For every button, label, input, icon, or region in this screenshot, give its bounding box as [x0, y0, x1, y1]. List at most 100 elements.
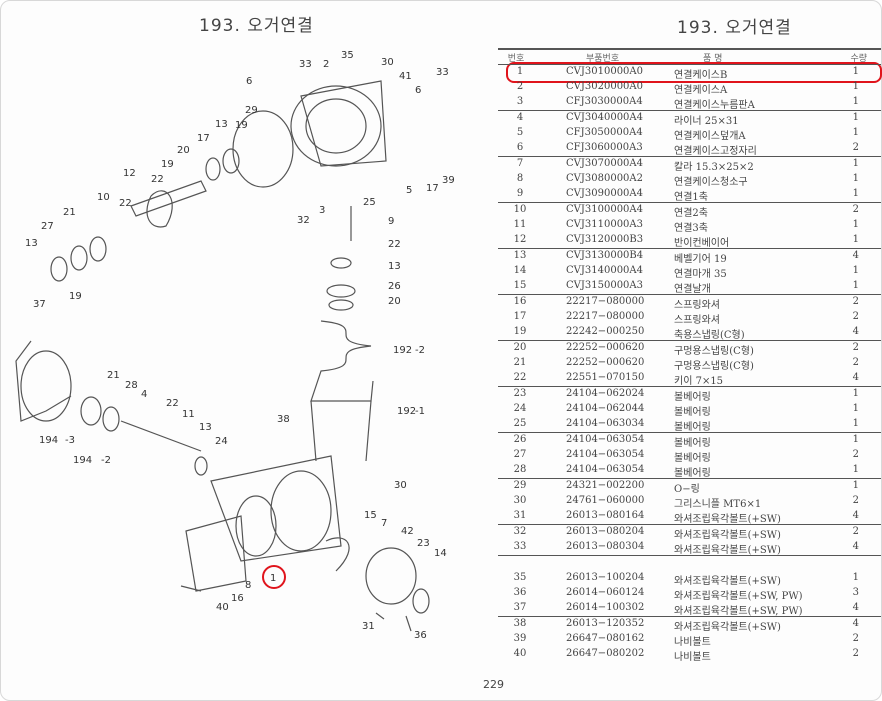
- cell-part-number: CVJ3100000A4: [566, 204, 644, 215]
- cell-part-name: 베벨기어 19: [674, 254, 727, 265]
- cell-part-name: 스프링와셔: [674, 300, 720, 311]
- callout-label: 41: [399, 71, 412, 82]
- cell-part-number: 22217−080000: [566, 296, 645, 307]
- cell-number: 10: [513, 204, 527, 215]
- cell-part-number: 24104−063054: [566, 449, 645, 460]
- callout-label: 26: [388, 281, 401, 292]
- cell-part-number: 26647−080162: [566, 633, 645, 644]
- callout-label: 21: [63, 207, 76, 218]
- cell-part-name: 나비볼트: [674, 637, 711, 648]
- cell-number: 26: [513, 434, 527, 445]
- cell-part-name: 와셔조립육각볼트(+SW, PW): [674, 606, 803, 617]
- parts-list-title: 193. 오거연결: [677, 18, 792, 38]
- cell-part-name: 볼베어링: [674, 453, 711, 464]
- cell-part-name: 연결케이스청소구: [674, 177, 748, 188]
- cell-quantity: 1: [852, 127, 859, 138]
- header-quantity: 수량: [850, 54, 867, 64]
- cell-part-name: 나비볼트: [674, 652, 711, 663]
- cell-number: 22: [513, 372, 527, 383]
- cell-quantity: 1: [852, 66, 859, 77]
- cell-number: 39: [513, 633, 527, 644]
- cell-part-number: 26013−120352: [566, 618, 645, 629]
- cell-number: 7: [516, 158, 524, 169]
- cell-part-name: 와셔조립육각볼트(+SW): [674, 514, 781, 525]
- cell-number: 24: [513, 403, 527, 414]
- callout-label: 192: [393, 345, 412, 356]
- cell-number: 36: [513, 587, 527, 598]
- callout-label: 194: [73, 455, 92, 466]
- cell-quantity: 4: [852, 250, 859, 261]
- cell-quantity: 1: [852, 403, 859, 414]
- callout-label: 8: [245, 580, 251, 591]
- cell-part-number: CVJ3110000A3: [566, 219, 644, 230]
- cell-part-number: 24104−063054: [566, 464, 645, 475]
- cell-quantity: 2: [852, 142, 859, 153]
- callout-label: 32: [297, 215, 310, 226]
- table-header: 번호 부품번호 품 명 수량: [498, 50, 881, 65]
- cell-quantity: 1: [852, 96, 859, 107]
- callout-label: 37: [33, 299, 46, 310]
- callout-label: 192: [397, 406, 416, 417]
- cell-part-number: CVJ3120000B3: [566, 234, 644, 245]
- cell-number: 12: [513, 234, 527, 245]
- callout-label: 13: [25, 238, 38, 249]
- cell-part-number: CVJ3020000A0: [566, 81, 644, 92]
- cell-part-number: CVJ3090000A4: [566, 188, 644, 199]
- cell-quantity: 2: [852, 342, 859, 353]
- cell-part-number: CFJ3050000A4: [566, 127, 643, 138]
- cell-part-number: 26014−100302: [566, 602, 645, 613]
- callout-label: 22: [119, 198, 132, 209]
- callout-label: 14: [434, 548, 447, 559]
- cell-part-name: 반이컨베이어: [674, 238, 730, 249]
- cell-number: 9: [516, 188, 524, 199]
- callout-label: 22: [388, 239, 401, 250]
- cell-part-number: CVJ3150000A3: [566, 280, 644, 291]
- cell-number: 14: [513, 265, 527, 276]
- cell-quantity: 1: [852, 434, 859, 445]
- cell-number: 1: [516, 66, 524, 77]
- callout-label: 28: [125, 380, 138, 391]
- cell-number: 15: [513, 280, 527, 291]
- callout-label: 6: [415, 85, 421, 96]
- cell-part-number: 26014−060124: [566, 587, 645, 598]
- cell-part-name: 스프링와셔: [674, 315, 720, 326]
- cell-part-number: CFJ3030000A4: [566, 96, 643, 107]
- callout-label: 11: [182, 409, 195, 420]
- cell-part-name: 연결케이스고정자리: [674, 146, 757, 157]
- cell-quantity: 2: [852, 204, 859, 215]
- cell-number: 5: [516, 127, 524, 138]
- callout-label: 29: [245, 105, 258, 116]
- cell-part-number: 26013−080204: [566, 526, 645, 537]
- cell-part-name: 와셔조립육각볼트(+SW, PW): [674, 591, 803, 602]
- cell-quantity: 1: [852, 81, 859, 92]
- cell-number: 6: [516, 142, 524, 153]
- cell-part-number: CFJ3060000A3: [566, 142, 643, 153]
- callout-label: -3: [65, 435, 75, 446]
- cell-quantity: 4: [852, 510, 859, 521]
- cell-part-number: 24321−002200: [566, 480, 645, 491]
- cell-quantity: 1: [852, 464, 859, 475]
- cell-number: 20: [513, 342, 527, 353]
- cell-part-number: CVJ3080000A2: [566, 173, 644, 184]
- callout-label: 33: [436, 67, 449, 78]
- cell-number: 16: [513, 296, 527, 307]
- cell-part-name: 연결날개: [674, 284, 711, 295]
- cell-number: 38: [513, 618, 527, 629]
- callout-label: 27: [41, 221, 54, 232]
- cell-quantity: 2: [852, 296, 859, 307]
